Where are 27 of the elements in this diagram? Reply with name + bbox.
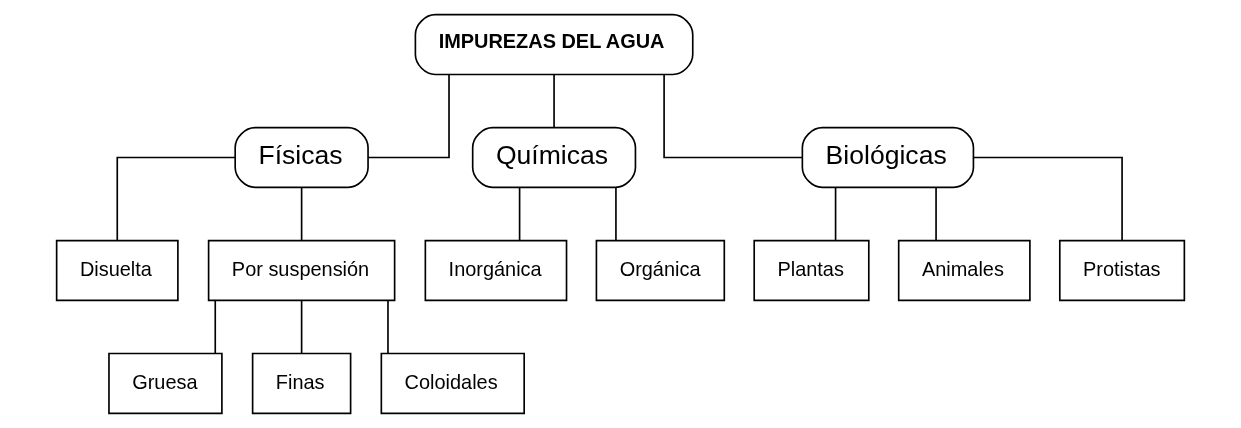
node-box: Coloidales: [380, 352, 525, 415]
node-box: Biológicas: [801, 126, 975, 189]
connector: [663, 74, 803, 159]
connector: [935, 186, 937, 241]
node-box: Gruesa: [108, 352, 223, 415]
connector: [518, 186, 521, 241]
connector: [834, 186, 837, 241]
node-box: Inorgánica: [424, 239, 568, 302]
connector: [300, 299, 303, 354]
node-box: Finas: [251, 352, 352, 415]
connector: [116, 156, 236, 242]
node-box: Por suspensión: [207, 239, 396, 302]
connector: [553, 74, 555, 128]
node-box: Animales: [897, 239, 1031, 302]
node-box: Plantas: [753, 239, 870, 302]
node-box: Físicas: [234, 126, 369, 189]
node-box: Protistas: [1058, 239, 1186, 302]
connector: [214, 299, 217, 354]
connector: [972, 156, 1123, 242]
node-box: Químicas: [471, 126, 637, 189]
connector: [387, 299, 389, 354]
node-box: IMPUREZAS DEL AGUA: [414, 13, 694, 76]
connector: [367, 74, 450, 159]
node-box: Disuelta: [55, 239, 179, 302]
connector: [300, 186, 303, 241]
node-box: Orgánica: [595, 239, 726, 302]
connector: [615, 186, 617, 241]
